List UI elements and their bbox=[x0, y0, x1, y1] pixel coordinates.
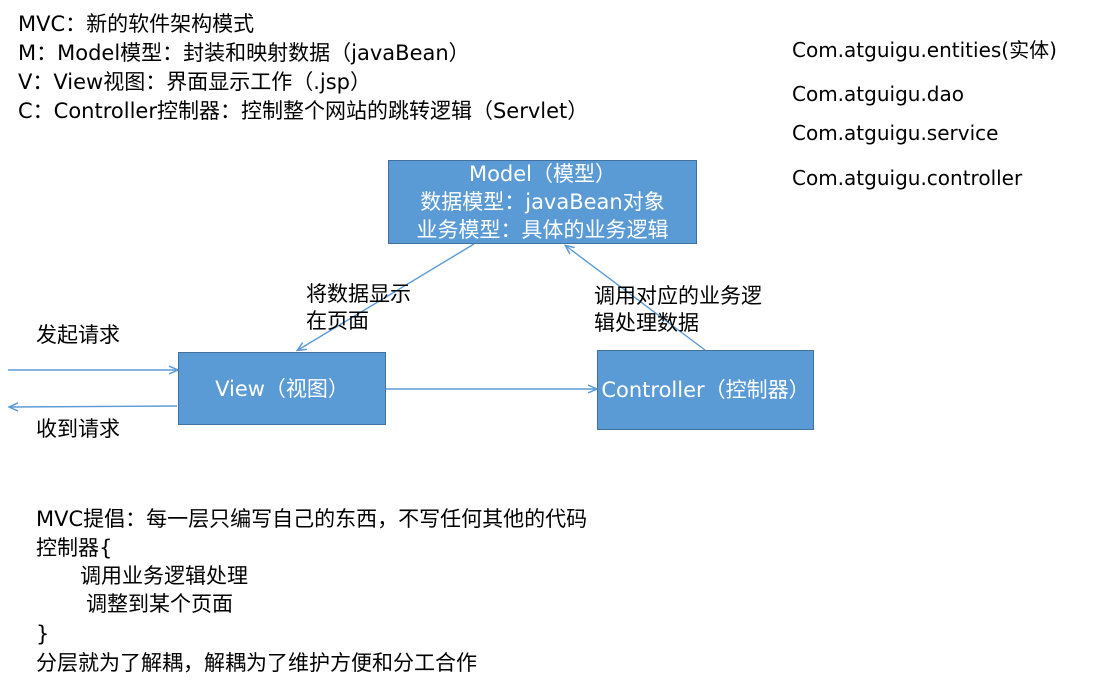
view-box-label: View（视图） bbox=[215, 376, 349, 401]
label-call-business-2: 辑处理数据 bbox=[594, 311, 699, 335]
footer-line-5: } bbox=[36, 622, 50, 646]
model-box-title: Model（模型） bbox=[468, 162, 617, 186]
label-call-business-1: 调用对应的业务逻 bbox=[594, 284, 762, 308]
model-box-business-model: 业务模型：具体的业务逻辑 bbox=[416, 218, 669, 242]
arrow-receive-request bbox=[10, 406, 178, 407]
label-send-request: 发起请求 bbox=[36, 323, 120, 347]
label-receive-request: 收到请求 bbox=[36, 417, 120, 441]
controller-box-label: Controller（控制器） bbox=[601, 378, 810, 402]
package-entities: Com.atguigu.entities(实体) bbox=[792, 38, 1057, 62]
header-line-4: C：Controller控制器：控制整个网站的跳转逻辑（Servlet） bbox=[18, 99, 589, 123]
footer-line-6: 分层就为了解耦，解耦为了维护方便和分工合作 bbox=[36, 651, 477, 675]
footer-line-1: MVC提倡：每一层只编写自己的东西，不写任何其他的代码 bbox=[36, 507, 588, 531]
header-line-3: V：View视图：界面显示工作（.jsp） bbox=[18, 70, 371, 94]
model-box: Model（模型） 数据模型：javaBean对象 业务模型：具体的业务逻辑 bbox=[388, 160, 697, 244]
arrow-model-to-view bbox=[298, 243, 475, 350]
footer-line-3: 调用业务逻辑处理 bbox=[80, 564, 248, 588]
package-service: Com.atguigu.service bbox=[792, 121, 999, 145]
model-box-data-model: 数据模型：javaBean对象 bbox=[420, 190, 665, 214]
view-box: View（视图） bbox=[178, 352, 386, 425]
footer-line-4: 调整到某个页面 bbox=[86, 592, 233, 616]
header-line-2: M：Model模型：封装和映射数据（javaBean） bbox=[18, 41, 470, 65]
footer-line-2: 控制器{ bbox=[36, 536, 113, 560]
controller-box: Controller（控制器） bbox=[597, 350, 814, 430]
label-display-data-2: 在页面 bbox=[306, 309, 369, 333]
arrow-controller-to-model bbox=[566, 246, 706, 351]
header-line-1: MVC：新的软件架构模式 bbox=[18, 12, 255, 36]
label-display-data-1: 将数据显示 bbox=[306, 282, 411, 306]
package-dao: Com.atguigu.dao bbox=[792, 82, 964, 106]
package-controller: Com.atguigu.controller bbox=[792, 166, 1023, 190]
